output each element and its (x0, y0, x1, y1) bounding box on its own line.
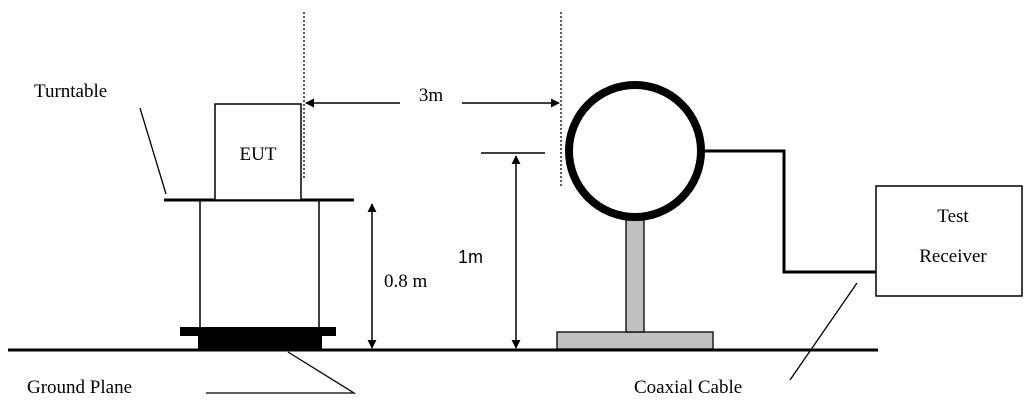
test-receiver-label-line2: Receiver (919, 246, 987, 267)
antenna-stand-base (556, 331, 714, 350)
antenna-stand-pole (625, 219, 645, 333)
distance-label: 3m (419, 85, 444, 106)
coaxial-cable-leader-line (789, 282, 858, 381)
coaxial-cable-line (704, 149, 876, 274)
ground-plane-label: Ground Plane (27, 377, 132, 398)
turntable-base-plate (180, 327, 336, 336)
eut-label: EUT (240, 144, 277, 165)
turntable-base-block (198, 336, 322, 350)
turntable (164, 198, 354, 350)
ground-plane-leader-line (206, 351, 357, 394)
table-height-label: 0.8 m (384, 271, 428, 292)
loop-antenna-ring (565, 81, 705, 221)
turntable-label: Turntable (34, 81, 107, 102)
antenna-height-label: 1m (458, 247, 483, 267)
test-receiver-box (875, 185, 1023, 297)
turntable-leader-line (139, 107, 167, 195)
loop-antenna (556, 81, 714, 350)
test-receiver-label-line1: Test (937, 206, 969, 227)
eut-box (214, 103, 302, 201)
coaxial-cable-label: Coaxial Cable (634, 377, 742, 398)
